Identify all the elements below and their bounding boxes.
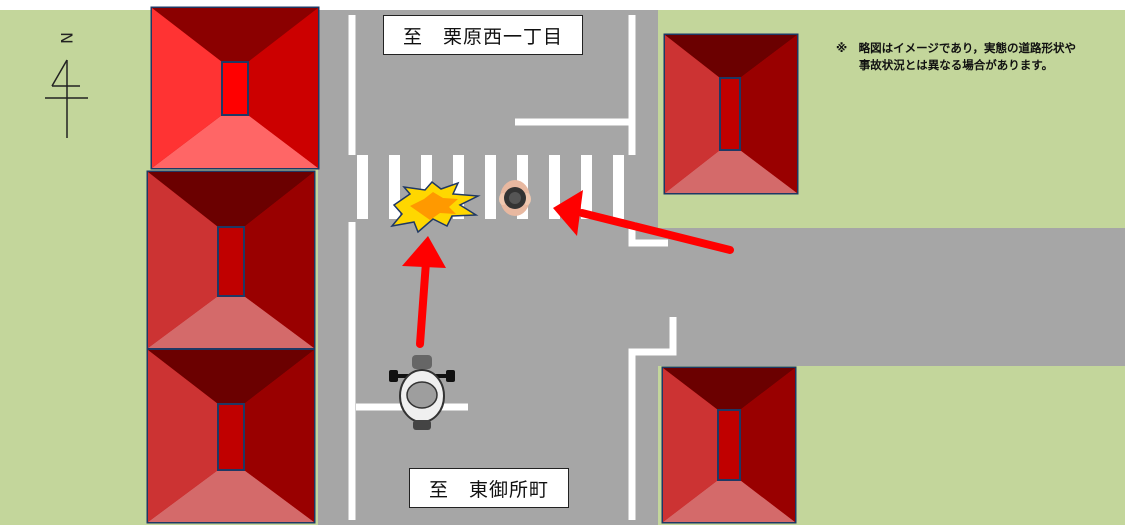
collision-burst: [390, 180, 481, 234]
main-road: [318, 10, 658, 525]
disclaimer-line-1: ※ 略図はイメージであり，実態の道路形状や: [835, 41, 1077, 55]
arrow-motorcycle: [402, 236, 446, 348]
road-markings: [348, 15, 677, 520]
disclaimer-note: ※ 略図はイメージであり，実態の道路形状や 事故状況とは異なる場合があります。: [790, 40, 1122, 74]
pedestrian-icon: [499, 180, 531, 216]
arrow-pedestrian: [553, 190, 734, 254]
north-label: N: [57, 32, 76, 44]
north-compass: [45, 59, 88, 138]
building-w-2: [146, 170, 316, 350]
building-se: [661, 366, 797, 524]
disclaimer-line-2: 事故状況とは異なる場合があります。: [858, 58, 1054, 72]
destination-south-label: 至 東御所町: [409, 468, 569, 508]
side-road-east: [630, 228, 1125, 366]
building-nw-1: [150, 6, 320, 170]
building-sw-3: [146, 348, 316, 524]
motorcycle-icon: [389, 355, 455, 430]
building-ne: [663, 33, 799, 195]
destination-north-label: 至 栗原西一丁目: [383, 15, 583, 55]
